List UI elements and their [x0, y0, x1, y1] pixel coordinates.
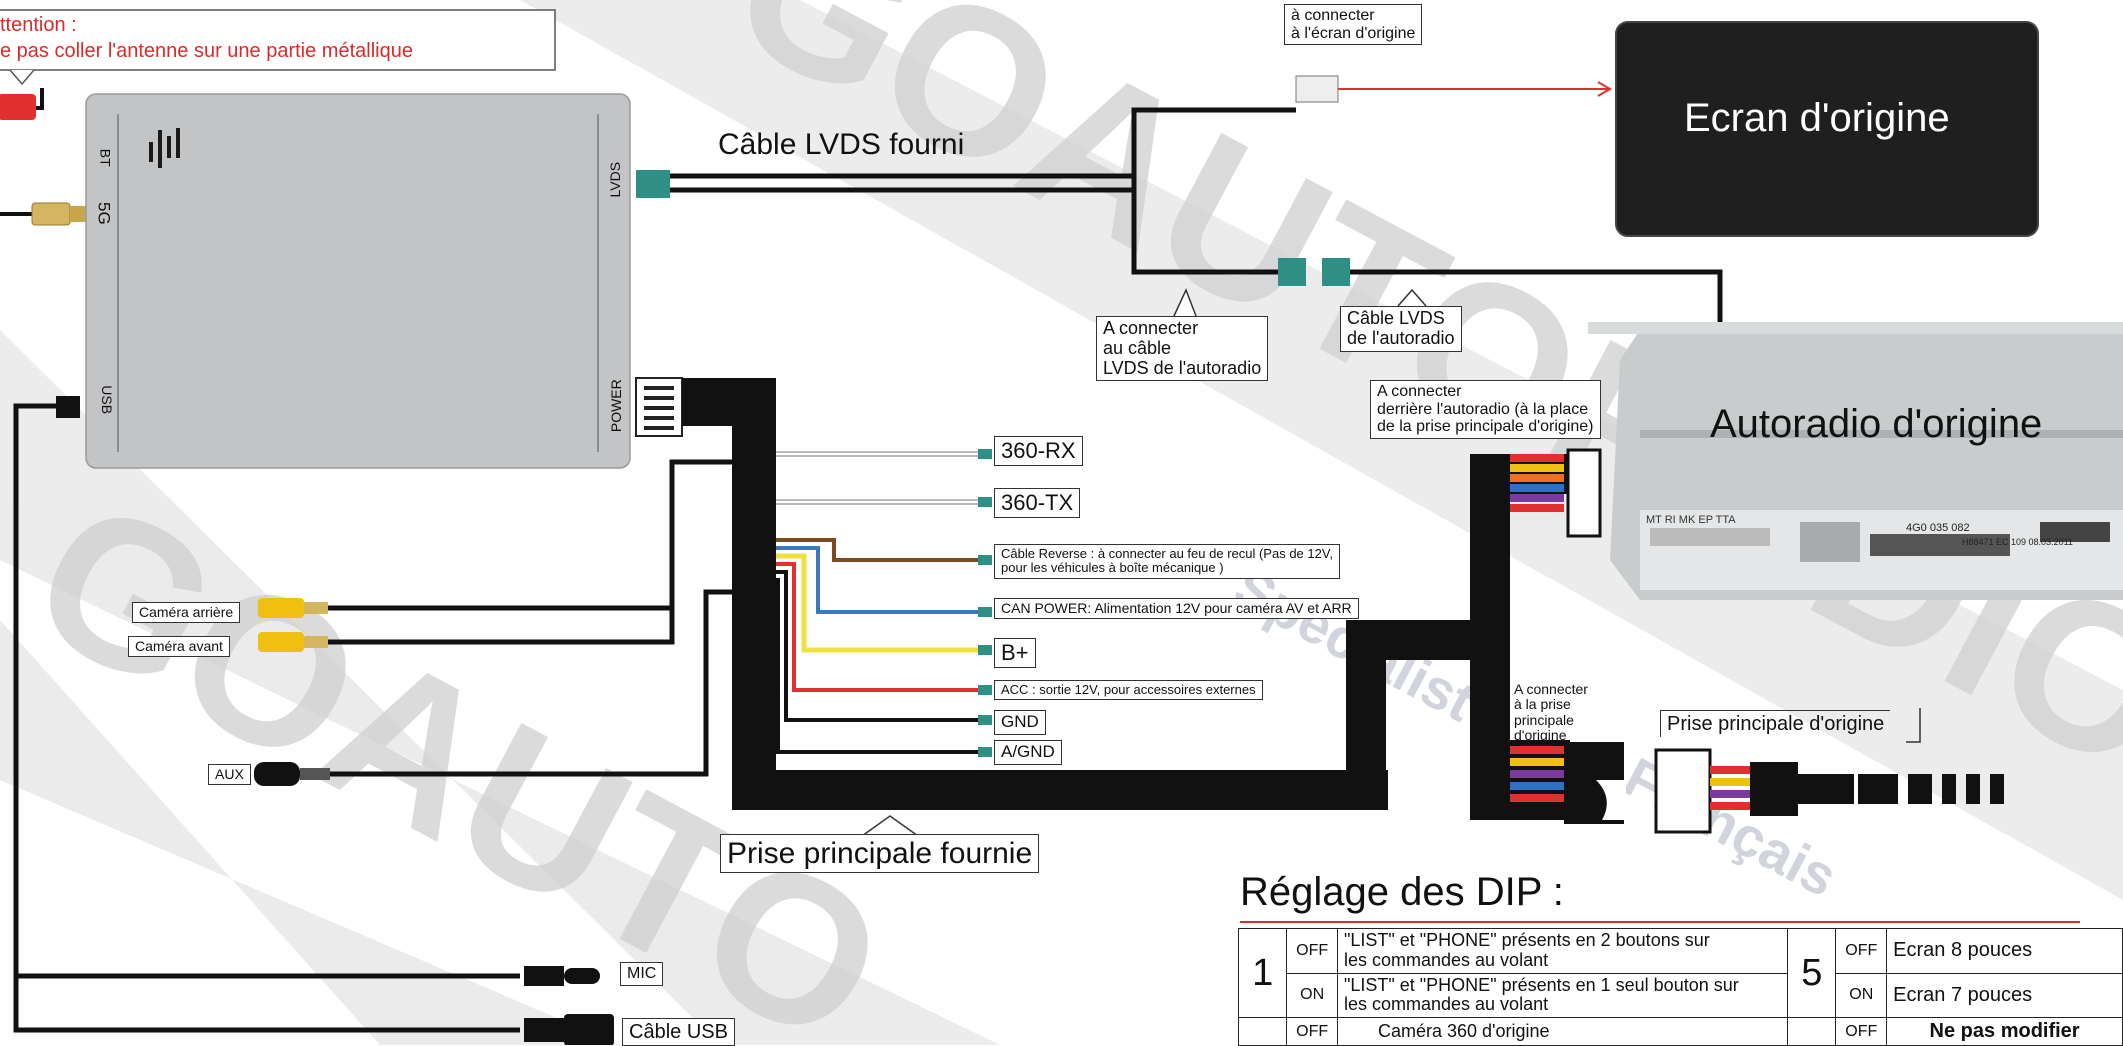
- radio-connector-wires: [1510, 448, 1626, 824]
- dip-description: "LIST" et "PHONE" présents en 2 boutons …: [1336, 928, 1789, 974]
- 5g-antenna-nut: [70, 206, 86, 222]
- 5g-antenna-plug: [31, 202, 71, 226]
- module-label-5g: 5G: [94, 202, 114, 225]
- aux-label: AUX: [208, 764, 251, 786]
- original-radio-photo: [1588, 322, 2123, 600]
- connect-behind-radio-note: A connecter derrière l'autoradio (à la p…: [1370, 380, 1601, 439]
- dip-table: 1 OFF "LIST" et "PHONE" présents en 2 bo…: [1237, 927, 2123, 1046]
- module-lvds-port: [636, 170, 670, 198]
- power-port-pins: [644, 386, 674, 430]
- dip-state: OFF: [1835, 928, 1888, 974]
- lvds-callout-pointer: [1173, 288, 1197, 317]
- dip-state: ON: [1835, 972, 1888, 1019]
- dip-description: Ne pas modifier: [1886, 1017, 2123, 1046]
- module-label-bt: BT: [97, 148, 114, 167]
- dip-switch-number: 1: [1237, 927, 1288, 1019]
- original-plug-callout: [1906, 708, 1921, 743]
- radio-part-number: 4G0 035 082: [1906, 522, 1970, 534]
- lvds-connector-a: [1278, 258, 1306, 286]
- lvds-radio-cable: [1350, 269, 1723, 336]
- mic-plug-tip: [564, 968, 600, 984]
- antenna-note-title: ttention :: [0, 14, 77, 36]
- camera-connectors: [254, 598, 330, 786]
- dip-row: OFF Caméra 360 d'origine OFF Ne pas modi…: [1237, 1017, 2123, 1046]
- dip-state: OFF: [1835, 1017, 1888, 1046]
- module-usb-port: [56, 396, 80, 418]
- antenna-note-pointer: [9, 69, 35, 86]
- lvds-cable-label: Câble LVDS fourni: [718, 128, 965, 161]
- camera-front-label: Caméra avant: [128, 636, 230, 658]
- main-plug-label: Prise principale fournie: [720, 834, 1040, 873]
- connect-screen-note: à connecter à l'écran d'origine: [1284, 4, 1423, 46]
- main-plug-callout-pointer: [861, 815, 919, 837]
- dip-row: 1 OFF "LIST" et "PHONE" présents en 2 bo…: [1237, 927, 2123, 1019]
- dip-description: Ecran 8 pouces: [1886, 928, 2123, 974]
- original-screen: [1615, 21, 2039, 237]
- module-label-usb: USB: [99, 385, 116, 415]
- wire-label-gnd: GND: [994, 710, 1046, 735]
- bt-antenna-plug: [0, 94, 36, 120]
- dip-state: OFF: [1286, 1017, 1338, 1046]
- original-plug-label: Prise principale d'origine: [1660, 710, 1891, 737]
- wire-end-tips: [978, 449, 992, 757]
- usb-plug-head: [564, 1014, 614, 1045]
- dip-state: ON: [1286, 972, 1338, 1019]
- signal-wires: [776, 451, 990, 754]
- dip-description: Ecran 7 pouces: [1886, 972, 2123, 1019]
- main-harness: [732, 380, 1570, 820]
- wire-label-acc: ACC : sortie 12V, pour accessoires exter…: [994, 680, 1263, 701]
- dip-switch-number: 5: [1787, 927, 1837, 1019]
- wire-label-bplus: B+: [994, 638, 1036, 669]
- usb-connector: [524, 1018, 564, 1042]
- original-screen-label: Ecran d'origine: [1684, 96, 1950, 140]
- mic-label: MIC: [620, 962, 664, 986]
- module-logo: [149, 128, 180, 168]
- dip-state: OFF: [1286, 928, 1338, 974]
- antenna-note-body: e pas coller l'antenne sur une partie mé…: [0, 40, 413, 62]
- wire-label-360-tx: 360-TX: [994, 488, 1081, 519]
- dip-title: Réglage des DIP :: [1240, 870, 1564, 914]
- dip-switch-number: [1787, 1017, 1837, 1046]
- lvds-screen-connector: [1295, 75, 1339, 103]
- radio-lvds-cable-note: Câble LVDS de l'autoradio: [1340, 306, 1462, 352]
- module-box: [85, 93, 631, 469]
- wire-label-agnd: A/GND: [994, 740, 1062, 765]
- camera-cables: [300, 459, 732, 777]
- mic-connector: [524, 966, 564, 986]
- usb-cable-label: Câble USB: [622, 1018, 735, 1046]
- original-radio-label: Autoradio d'origine: [1710, 402, 2043, 446]
- dip-switch-number: [1237, 1017, 1288, 1046]
- radio-sticker-text: MT RI MK EP TTA: [1646, 514, 1736, 526]
- connect-radio-lvds-note: A connecter au câble LVDS de l'autoradio: [1096, 316, 1269, 382]
- usb-mic-cables: [13, 403, 520, 1033]
- connect-main-plug-note: A connecter à la prise principale d'orig…: [1514, 681, 1588, 744]
- original-main-plug: [1654, 748, 2004, 834]
- wire-label-can-power: CAN POWER: Alimentation 12V pour caméra …: [994, 598, 1359, 620]
- module-label-lvds: LVDS: [607, 161, 624, 198]
- wire-label-reverse: Câble Reverse : à connecter au feu de re…: [994, 544, 1340, 579]
- lvds-connector-b: [1322, 258, 1350, 286]
- dip-row: ON "LIST" et "PHONE" présents en 1 seul …: [1239, 972, 2123, 1019]
- camera-rear-label: Caméra arrière: [132, 602, 241, 624]
- dip-description: Caméra 360 d'origine: [1336, 1017, 1789, 1046]
- antenna-note-box: [0, 9, 556, 71]
- wire-label-360-rx: 360-RX: [994, 436, 1083, 467]
- radio-serial: H88471 EC 109 08.03.2011: [1962, 537, 2073, 547]
- lvds-cable: [670, 107, 1296, 275]
- arrow-to-screen: [1597, 81, 1612, 97]
- module-label-power: POWER: [607, 379, 624, 433]
- dip-description: "LIST" et "PHONE" présents en 1 seul bou…: [1336, 972, 1789, 1019]
- radio-cable-callout-pointer: [1397, 288, 1427, 307]
